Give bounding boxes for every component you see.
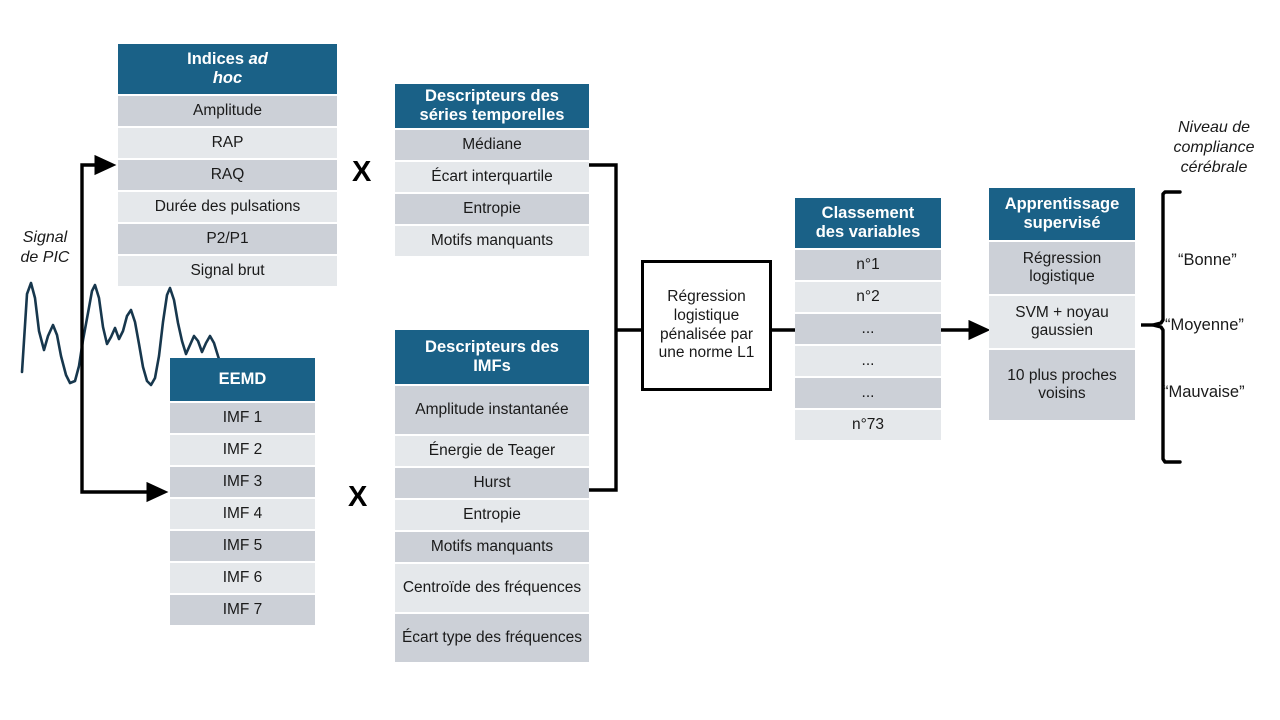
table-row: n°73 bbox=[795, 410, 941, 440]
arrow-signal-to-indices bbox=[80, 154, 117, 358]
output-title: Niveau de compliance cérébrale bbox=[1152, 118, 1276, 178]
header-text-italic-hoc: hoc bbox=[212, 69, 243, 87]
table-row: RAQ bbox=[118, 160, 337, 190]
table-row: Amplitude bbox=[118, 96, 337, 126]
signal-caption-line1: Signal bbox=[22, 229, 68, 246]
table-apprentissage-header: Apprentissage supervisé bbox=[989, 188, 1135, 240]
header-text-italic-ad: ad bbox=[248, 49, 268, 68]
table-indices-ad-hoc: Indices ad hoc Amplitude RAP RAQ Durée d… bbox=[118, 44, 337, 286]
table-row: Régression logistique bbox=[989, 242, 1135, 294]
header-line-2: supervisé bbox=[1023, 214, 1101, 232]
header-line-1: Apprentissage bbox=[1004, 194, 1120, 213]
table-row: ... bbox=[795, 346, 941, 376]
table-row: IMF 3 bbox=[170, 467, 315, 497]
table-row: 10 plus proches voisins bbox=[989, 350, 1135, 420]
header-line-2: IMFs bbox=[473, 357, 511, 375]
table-row: Écart type des fréquences bbox=[395, 614, 589, 662]
table-row: Motifs manquants bbox=[395, 226, 589, 256]
header-line-1: Descripteurs des bbox=[425, 86, 559, 105]
header-line-1: Classement bbox=[821, 203, 915, 222]
output-class-bonne: “Bonne” bbox=[1178, 251, 1237, 269]
table-row: Écart interquartile bbox=[395, 162, 589, 192]
header-text-plain: Indices bbox=[187, 49, 244, 68]
table-row: IMF 4 bbox=[170, 499, 315, 529]
table-row: Motifs manquants bbox=[395, 532, 589, 562]
table-eemd: EEMD IMF 1 IMF 2 IMF 3 IMF 4 IMF 5 IMF 6… bbox=[170, 358, 315, 625]
table-row: IMF 2 bbox=[170, 435, 315, 465]
table-row: Entropie bbox=[395, 500, 589, 530]
table-apprentissage-supervise: Apprentissage supervisé Régression logis… bbox=[989, 188, 1135, 420]
output-class-moyenne: “Moyenne” bbox=[1165, 316, 1244, 334]
table-row: n°1 bbox=[795, 250, 941, 280]
table-descripteurs-imfs: Descripteurs des IMFs Amplitude instanta… bbox=[395, 330, 589, 662]
table-row: IMF 6 bbox=[170, 563, 315, 593]
table-row: Durée des pulsations bbox=[118, 192, 337, 222]
table-eemd-header: EEMD bbox=[170, 358, 315, 401]
table-row: Hurst bbox=[395, 468, 589, 498]
table-row: n°2 bbox=[795, 282, 941, 312]
table-row: Entropie bbox=[395, 194, 589, 224]
table-row: IMF 1 bbox=[170, 403, 315, 433]
table-row: RAP bbox=[118, 128, 337, 158]
table-row: SVM + noyau gaussien bbox=[989, 296, 1135, 348]
table-row: Énergie de Teager bbox=[395, 436, 589, 466]
table-descripteurs-series-header: Descripteurs des séries temporelles bbox=[395, 84, 589, 128]
table-indices-ad-hoc-header: Indices ad hoc bbox=[118, 44, 337, 94]
table-row: ... bbox=[795, 378, 941, 408]
signal-caption: Signal de PIC bbox=[8, 228, 82, 268]
table-row: Centroïde des fréquences bbox=[395, 564, 589, 612]
box-regression-logistique-penalisee: Régression logistique pénalisée par une … bbox=[641, 260, 772, 391]
table-descripteurs-imfs-header: Descripteurs des IMFs bbox=[395, 330, 589, 384]
table-row: Amplitude instantanée bbox=[395, 386, 589, 434]
table-row: P2/P1 bbox=[118, 224, 337, 254]
output-title-line3: cérébrale bbox=[1180, 159, 1248, 176]
header-line-2: séries temporelles bbox=[419, 106, 565, 124]
multiply-symbol-bottom: X bbox=[348, 481, 368, 513]
table-classement-des-variables: Classement des variables n°1 n°2 ... ...… bbox=[795, 198, 941, 440]
header-line-2: des variables bbox=[815, 223, 921, 241]
bracket-descriptors-to-regression bbox=[589, 163, 642, 492]
signal-caption-line2: de PIC bbox=[20, 249, 70, 266]
header-line-1: Descripteurs des bbox=[425, 337, 559, 356]
output-title-line1: Niveau de bbox=[1177, 119, 1251, 136]
table-descripteurs-series-temporelles: Descripteurs des séries temporelles Médi… bbox=[395, 84, 589, 256]
table-row: Signal brut bbox=[118, 256, 337, 286]
output-class-mauvaise: “Mauvaise” bbox=[1163, 383, 1245, 401]
output-title-line2: compliance bbox=[1173, 139, 1255, 156]
table-classement-header: Classement des variables bbox=[795, 198, 941, 248]
table-row: IMF 5 bbox=[170, 531, 315, 561]
table-row: Médiane bbox=[395, 130, 589, 160]
table-row: ... bbox=[795, 314, 941, 344]
arrow-signal-to-eemd bbox=[80, 358, 169, 503]
multiply-symbol-top: X bbox=[352, 156, 372, 188]
table-row: IMF 7 bbox=[170, 595, 315, 625]
